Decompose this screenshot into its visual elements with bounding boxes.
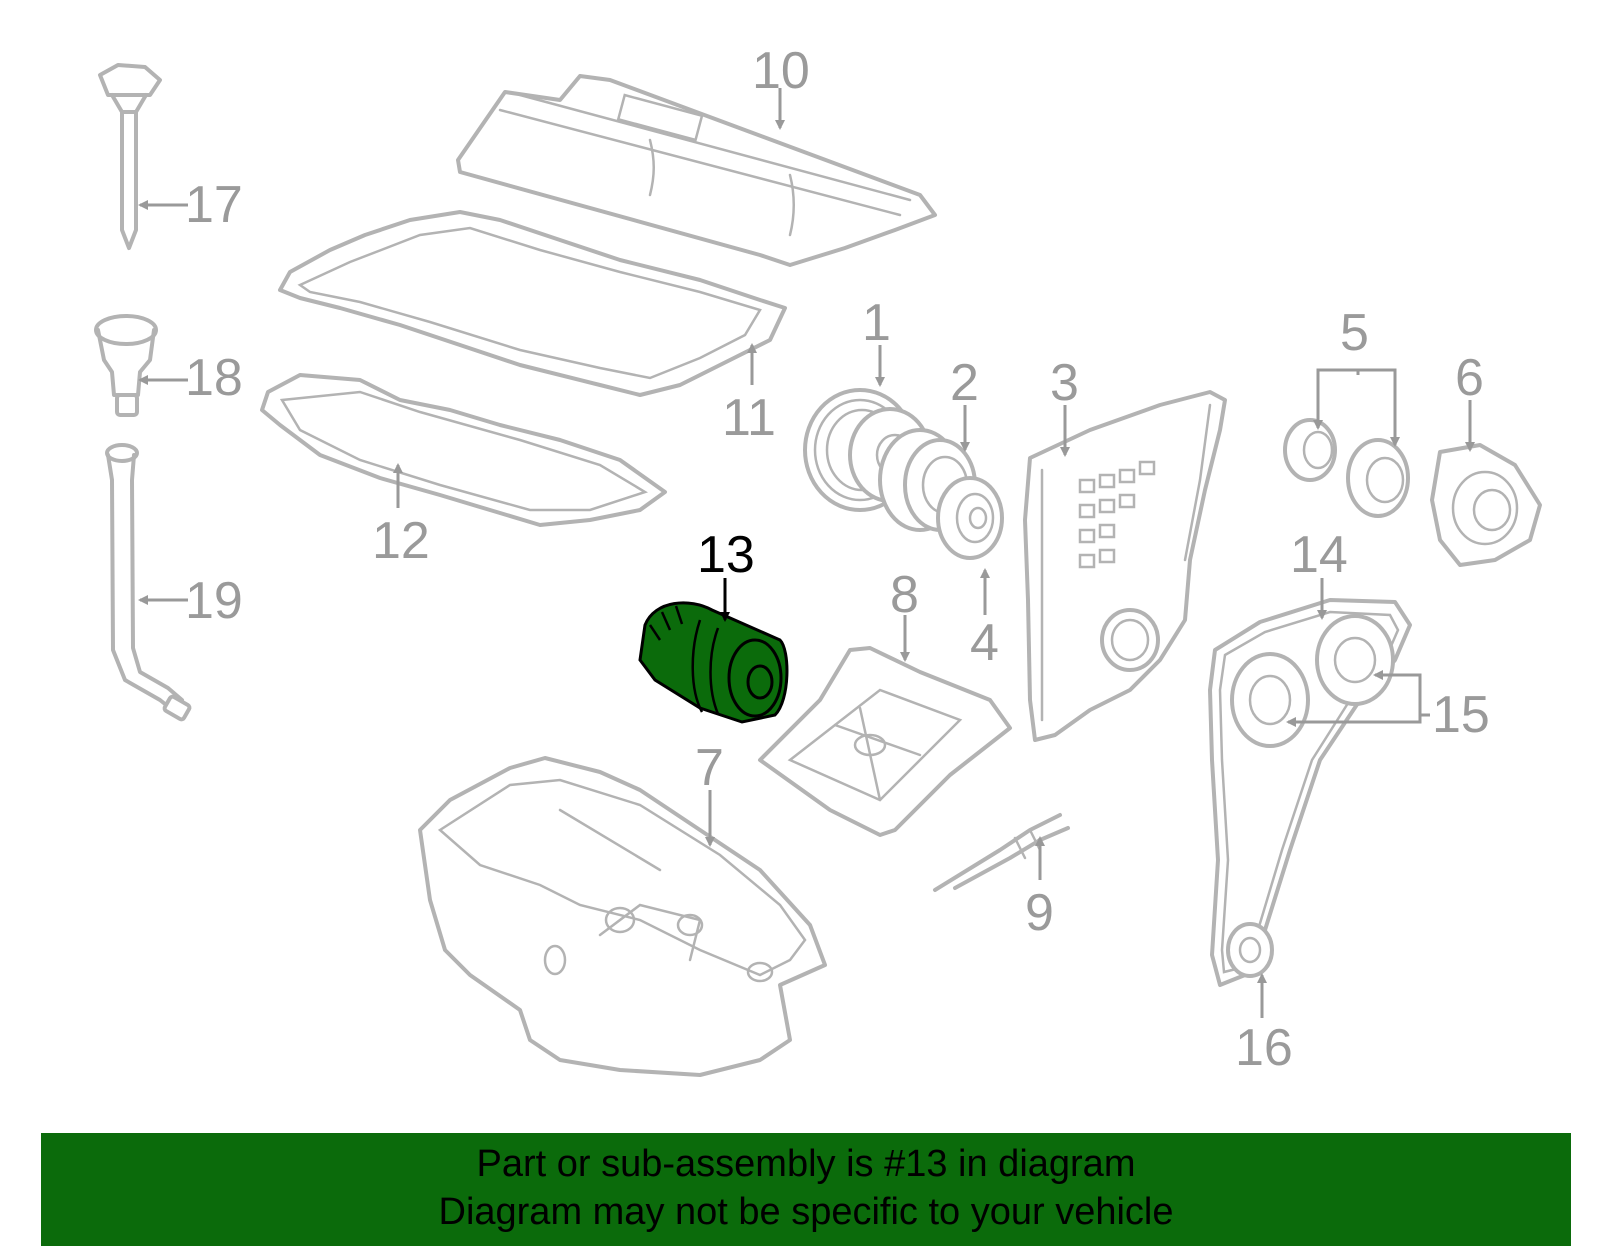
callout-15: 15 <box>1432 686 1490 744</box>
callout-1: 1 <box>862 294 891 352</box>
callout-2: 2 <box>950 354 979 412</box>
callout-7: 7 <box>695 739 724 797</box>
part-12-gasket <box>260 373 667 527</box>
part-17-dipstick <box>98 63 162 250</box>
callout-11: 11 <box>722 389 776 447</box>
part-15-sprockets <box>1230 614 1395 748</box>
part-14-chain <box>1208 598 1412 987</box>
part-6-housing <box>1430 443 1542 567</box>
callout-10: 10 <box>752 42 810 100</box>
engine-parts-diagram: 10 11 12 1 2 3 4 5 6 8 7 9 14 15 16 17 1… <box>94 42 1542 1077</box>
callout-5: 5 <box>1340 304 1369 362</box>
part-9-sensor <box>933 813 1070 892</box>
part-10-head-cover <box>456 74 937 267</box>
info-banner: Part or sub-assembly is #13 in diagram D… <box>41 1133 1571 1246</box>
part-3-timing-cover <box>1023 390 1227 742</box>
callout-19: 19 <box>185 572 243 630</box>
part-19-tube <box>105 443 192 722</box>
part-4-gear <box>936 476 1004 560</box>
callout-labels: 10 11 12 1 2 3 4 5 6 8 7 9 14 15 16 17 1… <box>185 42 1490 1077</box>
callout-13-highlighted: 13 <box>697 526 755 584</box>
banner-line-part: Part or sub-assembly is #13 in diagram <box>476 1143 1136 1185</box>
part-13-oil-filter <box>638 601 789 724</box>
part-7-oil-pan <box>418 756 827 1077</box>
part-18-guide <box>94 314 158 417</box>
callout-3: 3 <box>1050 354 1079 412</box>
callout-17: 17 <box>185 176 243 234</box>
callout-16: 16 <box>1235 1019 1293 1077</box>
part-8-baffle <box>758 646 1012 837</box>
part-16-sprocket <box>1226 922 1274 978</box>
part-11-gasket <box>278 210 787 397</box>
callout-8: 8 <box>890 566 919 624</box>
part-5-bearings <box>1283 418 1410 518</box>
banner-line-disclaimer: Diagram may not be specific to your vehi… <box>438 1191 1174 1233</box>
callout-14: 14 <box>1290 526 1348 584</box>
callout-9: 9 <box>1025 884 1054 942</box>
callout-18: 18 <box>185 349 243 407</box>
callout-6: 6 <box>1455 349 1484 407</box>
callout-4: 4 <box>970 614 999 672</box>
callout-12: 12 <box>372 512 430 570</box>
cover-ribs <box>1078 460 1156 569</box>
callout-leaders <box>138 88 1475 1018</box>
